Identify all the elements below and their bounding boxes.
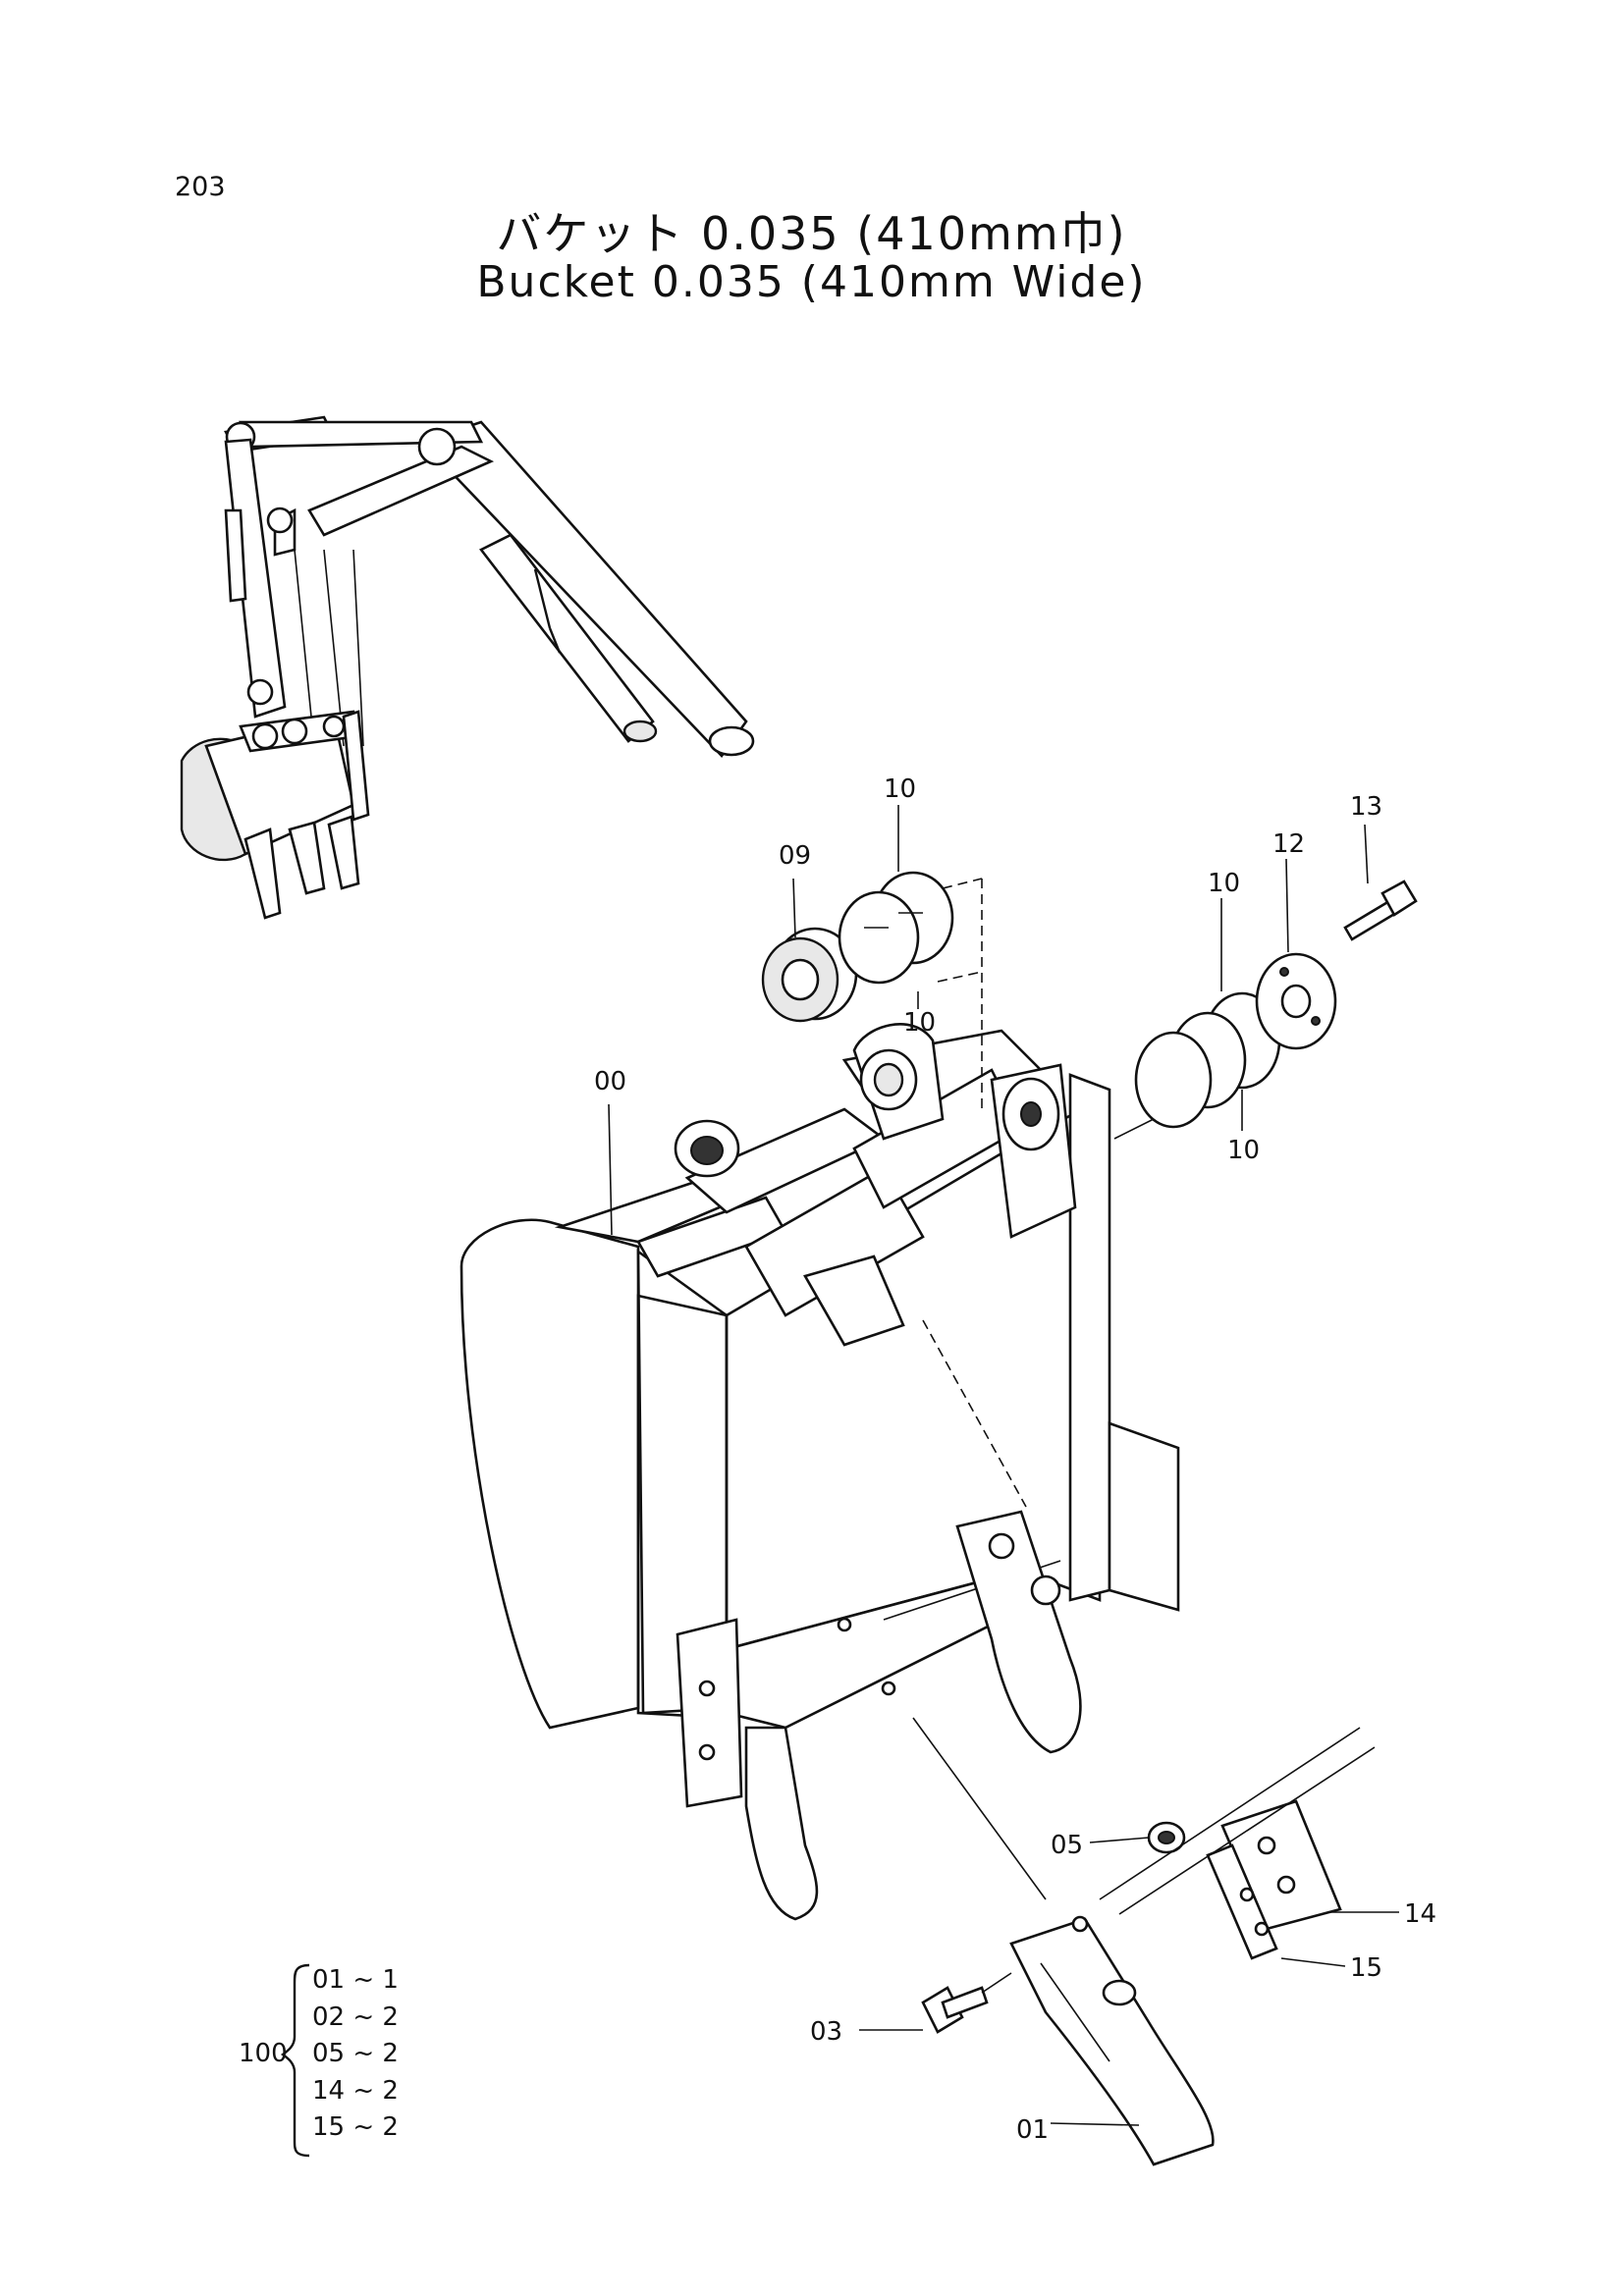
callout-10-right-bottom: 10 xyxy=(1227,1136,1260,1165)
assembly-guide-lines xyxy=(912,878,1376,1994)
adapter-plate-part-14 xyxy=(1220,1799,1342,1931)
washer-part-12 xyxy=(1255,952,1337,1050)
page-number: 203 xyxy=(175,172,226,202)
assembly-kit-row: 15 ~ 2 xyxy=(312,2112,399,2142)
assembly-kit-row: 05 ~ 2 xyxy=(312,2039,399,2068)
callout-labels: 00 01 03 05 09 10 10 10 10 12 13 14 15 xyxy=(594,774,1436,2145)
callout-15: 15 xyxy=(1350,1953,1382,1983)
callout-10-right-top: 10 xyxy=(1208,869,1240,898)
callout-10-upper-bottom: 10 xyxy=(903,1008,936,1038)
callout-00: 00 xyxy=(594,1067,626,1096)
assembly-kit-row: 02 ~ 2 xyxy=(312,2002,399,2032)
assembly-kit-row: 01 ~ 1 xyxy=(312,1965,399,1995)
assembly-kit-brace xyxy=(280,1963,310,2158)
callout-14: 14 xyxy=(1404,1899,1436,1929)
callout-01: 01 xyxy=(1016,2115,1049,2145)
tooth-part-01 xyxy=(1009,1915,1215,2166)
callout-03: 03 xyxy=(810,2017,842,2047)
callout-10-upper-top: 10 xyxy=(884,774,916,804)
bolt-part-13 xyxy=(1343,880,1418,941)
shim-part-10-upper xyxy=(838,871,954,985)
adapter-plate-part-15 xyxy=(1206,1843,1278,1960)
bushing-part-09 xyxy=(761,927,858,1023)
bucket-body-part-00 xyxy=(460,1023,1180,1921)
callout-09: 09 xyxy=(779,841,811,871)
shim-part-10-right xyxy=(1134,991,1281,1129)
callout-12: 12 xyxy=(1272,829,1305,859)
page-title-japanese: バケット 0.035 (410mm巾) xyxy=(496,207,1127,260)
assembly-kit-label: 100 xyxy=(239,2039,288,2068)
assembly-kit-row: 14 ~ 2 xyxy=(312,2076,399,2106)
callout-13: 13 xyxy=(1350,792,1382,822)
page-title-english: Bucket 0.035 (410mm Wide) xyxy=(476,257,1147,307)
bolt-part-03 xyxy=(921,1986,989,2034)
callout-leaders xyxy=(608,805,1399,2126)
callout-05: 05 xyxy=(1051,1831,1083,1860)
assembly-kit-list: 100 01 ~ 1 02 ~ 2 05 ~ 2 14 ~ 2 15 ~ 2 xyxy=(239,1963,399,2158)
excavator-arm-overview-illustration xyxy=(180,415,755,920)
